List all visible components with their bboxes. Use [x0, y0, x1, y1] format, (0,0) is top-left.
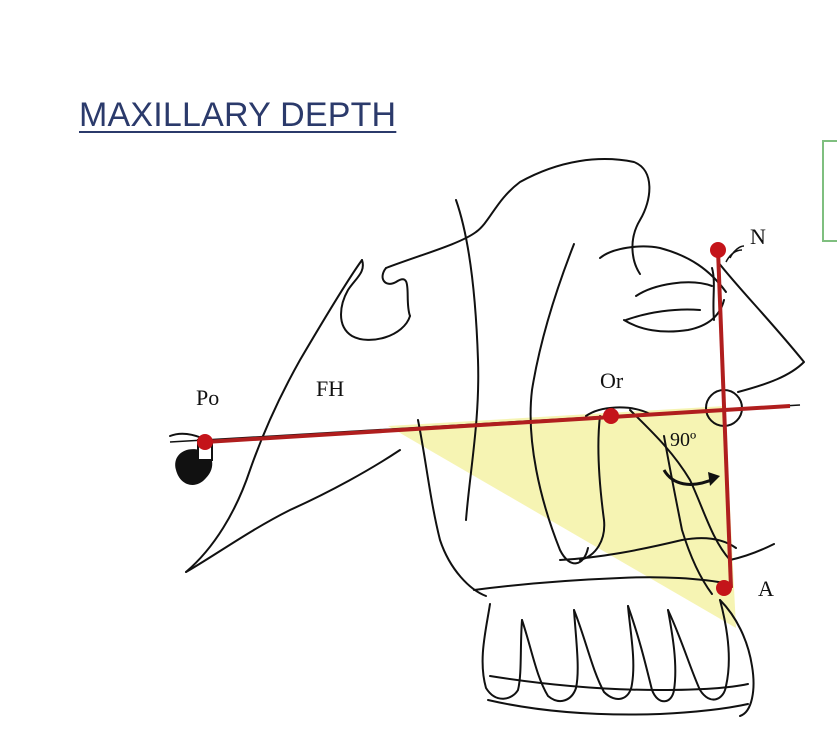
nasion-point-a-line: [716, 249, 733, 589]
nasion-label: N: [750, 224, 766, 249]
point-a: [716, 580, 732, 596]
frankfort-label: FH: [316, 376, 344, 401]
point-a-label: A: [758, 576, 774, 601]
orbitale-point: [603, 408, 619, 424]
side-box: [822, 140, 837, 242]
nasion-marks: [725, 245, 745, 263]
maxillary-depth-angle-area: [388, 406, 736, 628]
angle-arrow-head: [708, 472, 720, 486]
angle-label: 90º: [670, 429, 696, 451]
page-title: MAXILLARY DEPTH: [79, 96, 397, 134]
orbitale-label: Or: [600, 368, 624, 393]
nasion-point: [710, 242, 726, 258]
porion-label: Po: [196, 385, 219, 410]
frankfort-horizontal-line: [204, 404, 791, 444]
skull-sketch: [169, 158, 805, 717]
porion-point: [197, 434, 213, 450]
